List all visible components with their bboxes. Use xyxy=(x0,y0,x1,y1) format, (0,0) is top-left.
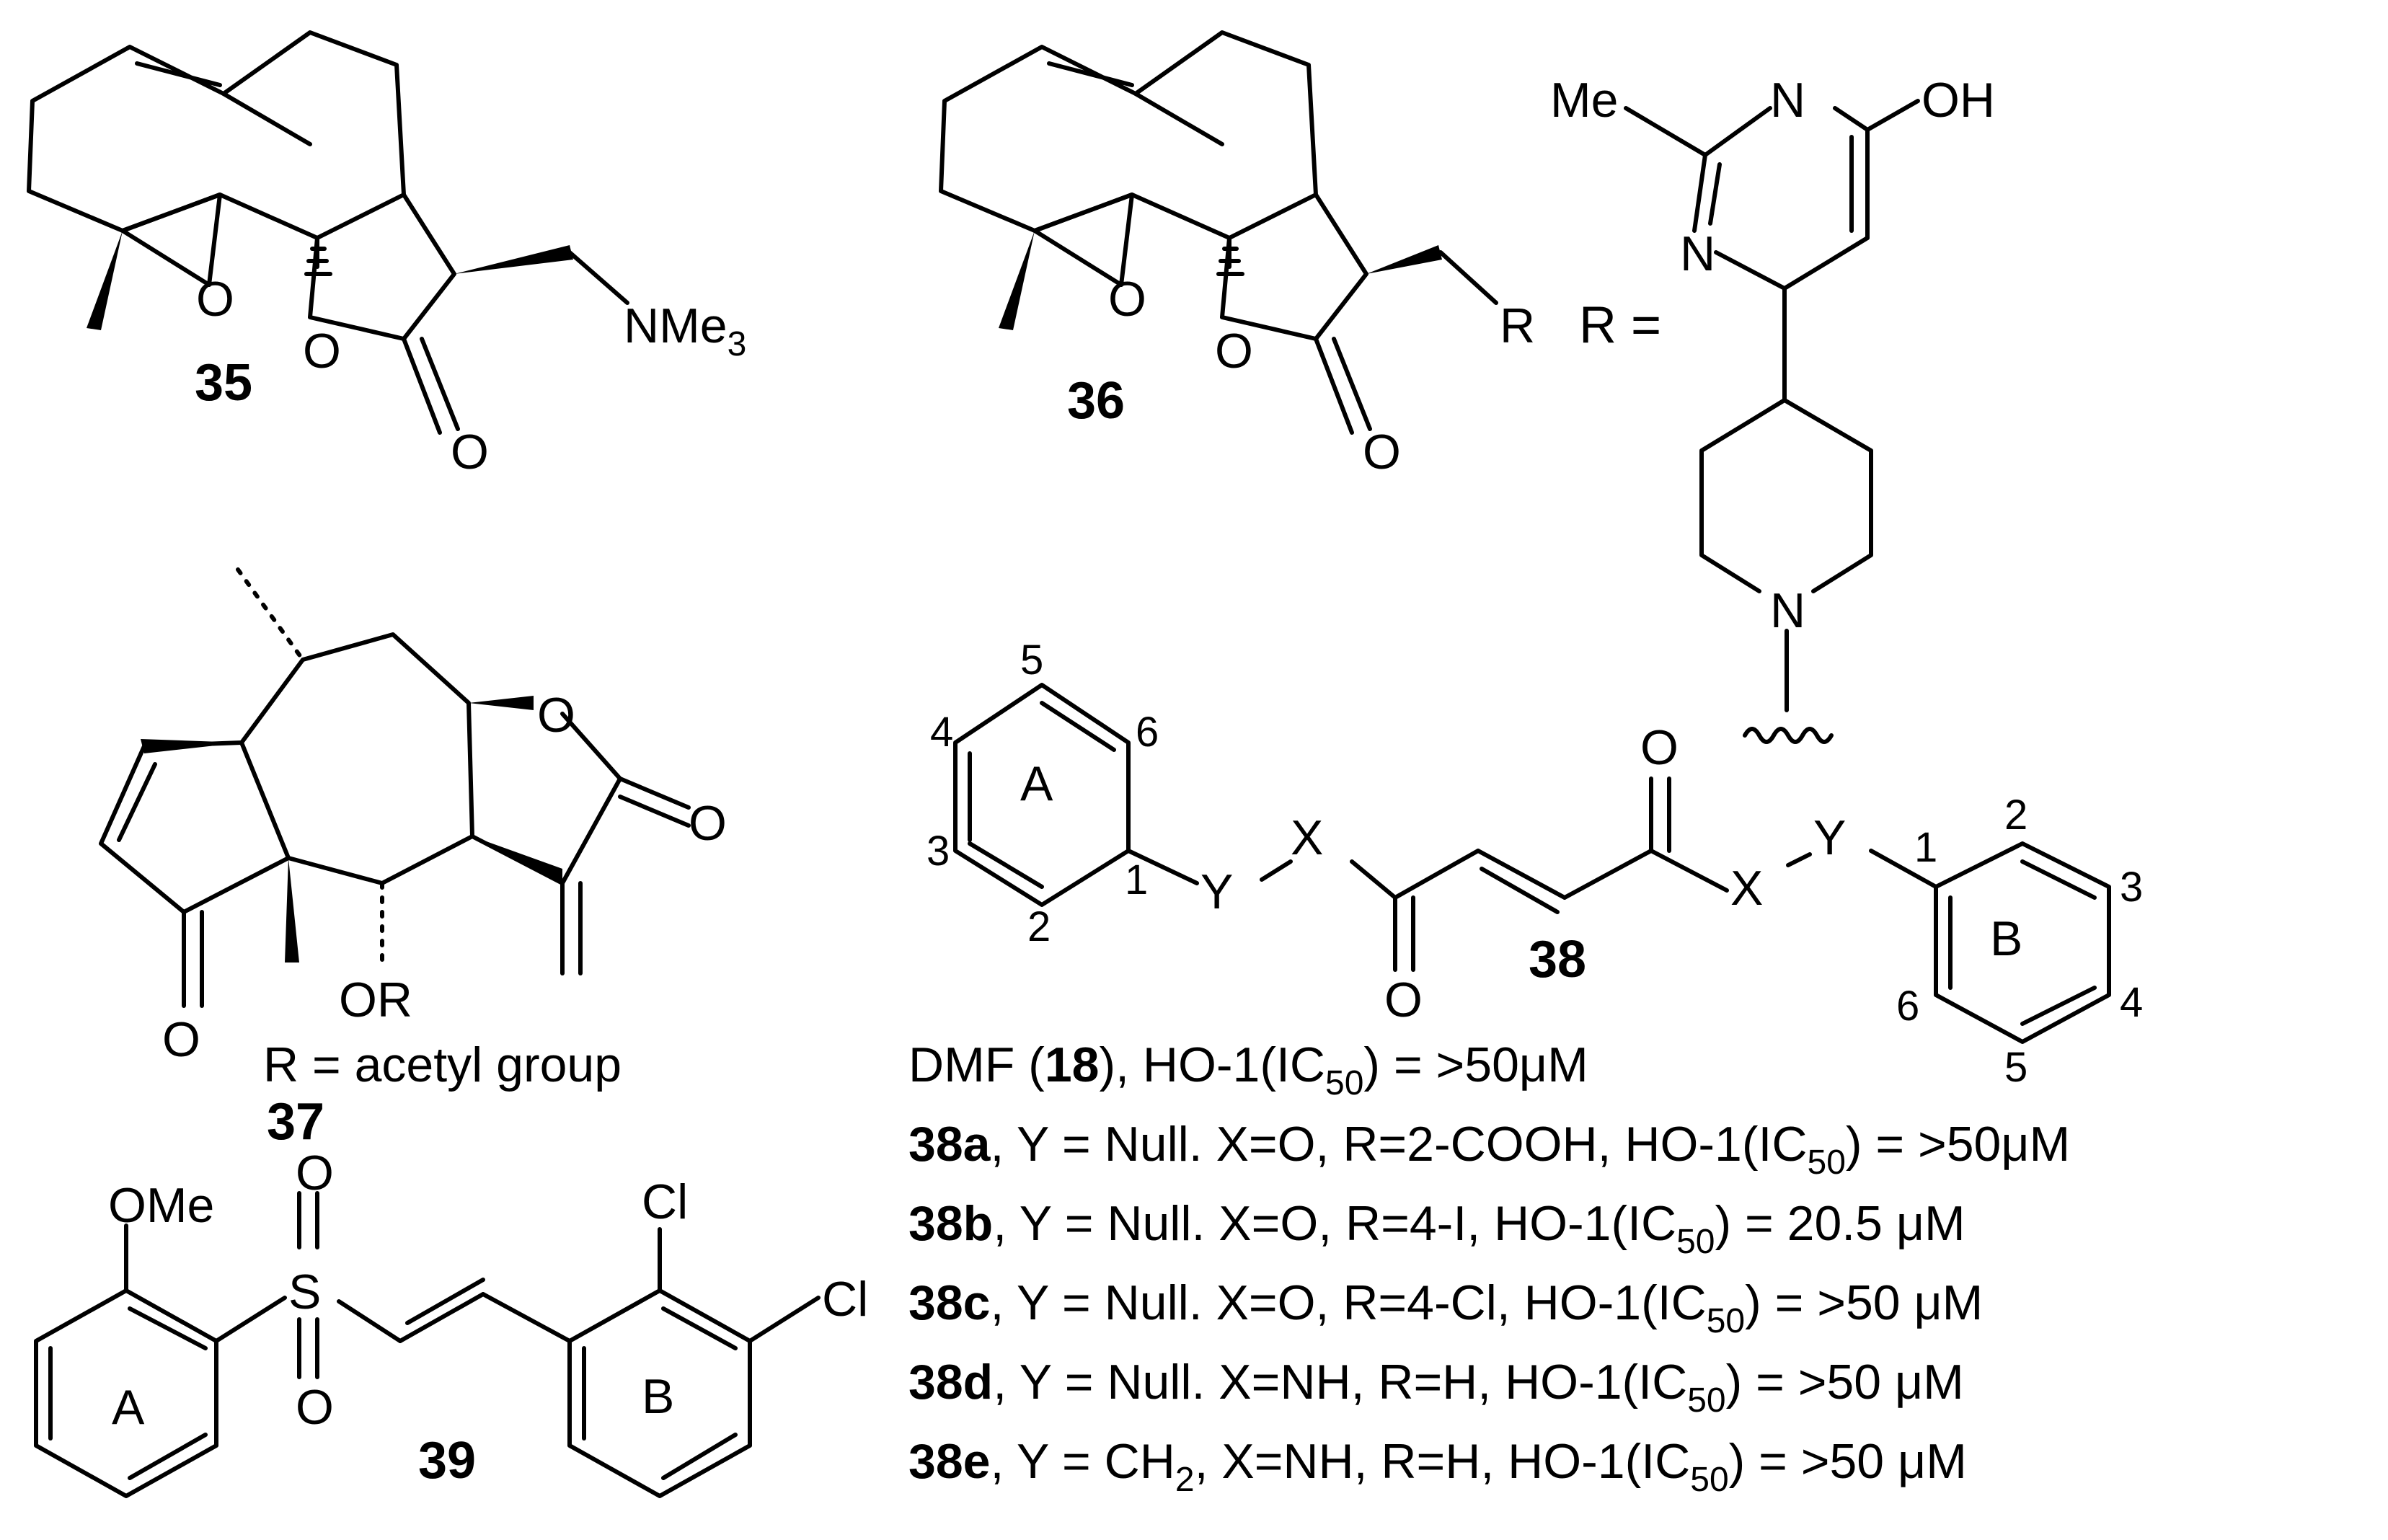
chloro-label-ortho: Cl xyxy=(642,1174,688,1229)
compound-36-bonds xyxy=(939,30,1498,435)
compound-39-number: 39 xyxy=(418,1432,476,1490)
linker-y-left: Y xyxy=(1200,864,1233,919)
sulfur-label: S xyxy=(288,1265,321,1319)
ring-a-locant-4: 4 xyxy=(930,709,953,756)
compound-37: O O O OR R = acetyl group 37 xyxy=(99,567,727,1151)
ring-b-locant-6: 6 xyxy=(1896,983,1919,1030)
epoxide-oxygen: O xyxy=(1108,272,1146,327)
methyl-label: Me xyxy=(1550,73,1618,128)
chloro-label-meta: Cl xyxy=(822,1272,868,1327)
lactone-oxygen: O xyxy=(303,324,341,379)
ring-a-locant-5: 5 xyxy=(1020,637,1043,683)
compound-39: OMe O S O A Cl Cl B 39 xyxy=(34,1146,868,1498)
carbonyl-oxygen-right: O xyxy=(1640,720,1679,775)
hydroxyl-label: OH xyxy=(1922,73,1995,128)
ring-b-label: B xyxy=(1990,911,2022,966)
linker-x-right: X xyxy=(1730,861,1763,916)
data-line-38d: 38d, Y = Null. X=NH, R=H, HO-1(IC50) = >… xyxy=(908,1355,1964,1420)
r-group-pyrimidine-piperidine: Me N OH N N xyxy=(1550,73,1995,744)
data-line-38a: 38a, Y = Null. X=O, R=2-COOH, HO-1(IC50)… xyxy=(908,1117,2070,1182)
sulfonyl-oxygen-top: O xyxy=(296,1146,334,1200)
linker-y-right: Y xyxy=(1813,810,1846,865)
compound-38-number: 38 xyxy=(1529,931,1586,988)
compound-35-number: 35 xyxy=(195,354,252,412)
ring-b-locant-5: 5 xyxy=(2004,1044,2027,1091)
r-definition-prefix: R = xyxy=(1579,296,1661,354)
linker-x-left: X xyxy=(1291,810,1323,865)
ring-a-locant-1: 1 xyxy=(1125,857,1148,903)
ring-a-locant-2: 2 xyxy=(1027,903,1051,950)
compound-36: O O O R R = 36 xyxy=(939,30,1661,479)
ketone-oxygen: O xyxy=(162,1012,200,1067)
data-line-38e: 38e, Y = CH2, X=NH, R=H, HO-1(IC50) = >5… xyxy=(908,1434,1967,1499)
compound-38-bonds xyxy=(953,683,2111,1044)
methoxy-label: OMe xyxy=(108,1178,214,1233)
pyrimidine-nitrogen-left: N xyxy=(1680,226,1715,281)
ring-b-locant-1: 1 xyxy=(1914,824,1937,871)
compound-37-number: 37 xyxy=(267,1093,324,1151)
ring-a-locant-6: 6 xyxy=(1136,709,1159,756)
ring-b-label: B xyxy=(642,1369,674,1424)
ester-oxygen-label: OR xyxy=(339,973,412,1027)
data-line-38c: 38c, Y = Null. X=O, R=4-Cl, HO-1(IC50) =… xyxy=(908,1275,1983,1340)
compound-39-bonds xyxy=(34,1191,821,1498)
compound-38: A 5 4 6 3 1 2 Y X O O 38 X Y B 1 2 3 4 5… xyxy=(927,637,2143,1091)
pyrimidine-nitrogen-top: N xyxy=(1770,73,1805,128)
carbonyl-oxygen-left: O xyxy=(1384,973,1423,1027)
compound-36-number: 36 xyxy=(1067,372,1125,430)
ring-a-label: A xyxy=(112,1380,145,1435)
trimethylammonium-label: NMe3 xyxy=(624,298,746,363)
data-line-38b: 38b, Y = Null. X=O, R=4-I, HO-1(IC50) = … xyxy=(908,1196,1965,1261)
r-group-note: R = acetyl group xyxy=(263,1037,622,1092)
ring-b-locant-2: 2 xyxy=(2004,792,2027,838)
ring-a-label: A xyxy=(1020,756,1053,811)
carbonyl-oxygen: O xyxy=(451,425,489,479)
ring-a-locant-3: 3 xyxy=(927,828,950,875)
r-group-bonds xyxy=(1624,99,1920,744)
carbonyl-oxygen: O xyxy=(1363,425,1401,479)
data-line-dmf: DMF (18), HO-1(IC50) = >50μM xyxy=(908,1037,1588,1102)
ring-b-locant-3: 3 xyxy=(2120,864,2143,911)
r-group-label: R xyxy=(1500,298,1535,353)
piperidine-nitrogen: N xyxy=(1770,583,1805,638)
epoxide-oxygen: O xyxy=(196,272,234,327)
ring-b-locant-4: 4 xyxy=(2120,979,2143,1026)
sulfonyl-oxygen-bottom: O xyxy=(296,1380,334,1435)
lactone-oxygen: O xyxy=(537,688,575,743)
compound-37-bonds xyxy=(99,567,691,1008)
compound-35-bonds xyxy=(27,30,629,435)
carbonyl-oxygen: O xyxy=(689,796,727,851)
lactone-oxygen: O xyxy=(1215,324,1253,379)
compound-35: O O O NMe3 35 xyxy=(27,30,746,479)
activity-data-list: DMF (18), HO-1(IC50) = >50μM 38a, Y = Nu… xyxy=(908,1037,2070,1499)
